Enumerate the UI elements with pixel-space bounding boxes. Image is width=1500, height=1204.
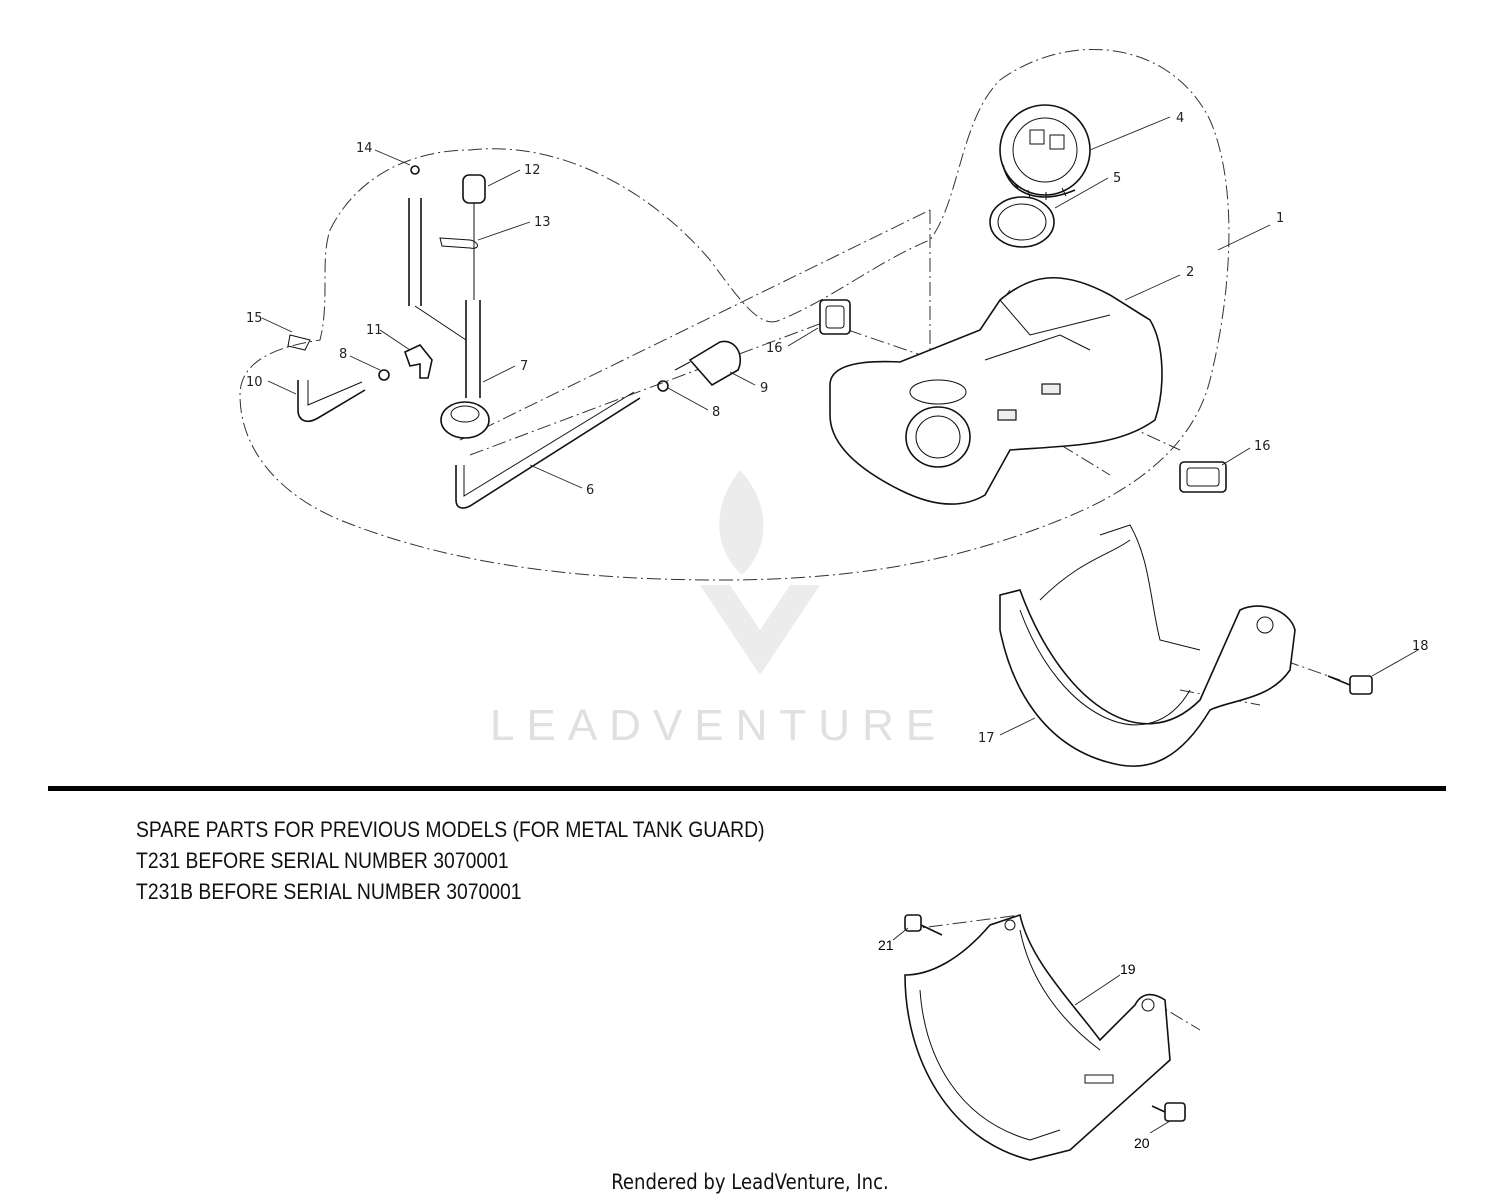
leadventure-logo-icon — [700, 470, 820, 675]
return-line-part — [440, 300, 490, 439]
fuel-filter-part — [674, 340, 742, 387]
callout-9: 9 — [760, 381, 768, 396]
clip-part — [439, 237, 478, 249]
callout-5: 5 — [1113, 171, 1121, 186]
leadventure-watermark: LEADVENTURE — [490, 470, 947, 750]
watermark-text: LEADVENTURE — [490, 701, 947, 750]
callout-12: 12 — [524, 163, 541, 178]
callout-14: 14 — [356, 141, 373, 156]
callout-21: 21 — [878, 937, 894, 953]
o-ring-part — [378, 369, 390, 381]
callout-2: 2 — [1186, 265, 1194, 280]
elbow-fitting-part — [404, 344, 433, 379]
callout-18: 18 — [1412, 639, 1429, 654]
grommet-part — [1179, 461, 1227, 493]
callout-15: 15 — [246, 311, 263, 326]
vent-cap-part — [462, 174, 486, 300]
callout-16a: 16 — [766, 341, 783, 356]
notes-line-1: SPARE PARTS FOR PREVIOUS MODELS (FOR MET… — [136, 817, 765, 842]
metal-tank-guard-part — [904, 913, 1171, 1161]
rendered-by-footer: Rendered by LeadVenture, Inc. — [611, 1170, 889, 1194]
callout-7: 7 — [520, 359, 528, 374]
tank-guard-part — [999, 524, 1296, 767]
callout-labels: 1 2 4 5 6 7 8 8 9 10 11 12 13 14 15 16 1… — [246, 111, 1429, 1151]
vent-tube-part — [408, 165, 467, 341]
callout-4: 4 — [1176, 111, 1184, 126]
callout-1: 1 — [1276, 211, 1284, 226]
screw-part — [1327, 675, 1373, 695]
section-divider — [48, 786, 1446, 791]
callout-20: 20 — [1134, 1135, 1150, 1151]
previous-models-notes: SPARE PARTS FOR PREVIOUS MODELS (FOR MET… — [136, 814, 765, 907]
assembly-lines — [459, 209, 1341, 1031]
notes-line-3: T231B BEFORE SERIAL NUMBER 3070001 — [136, 879, 522, 904]
callout-10: 10 — [246, 375, 263, 390]
o-ring-part — [657, 380, 669, 392]
fuel-line-part — [455, 397, 641, 509]
callout-17: 17 — [978, 731, 995, 746]
leader-lines — [261, 116, 1419, 1134]
callout-16b: 16 — [1254, 439, 1271, 454]
fuel-cap-part — [999, 104, 1091, 200]
hose-clamp-part — [287, 334, 311, 351]
cap-gasket-part — [989, 196, 1055, 248]
callout-11: 11 — [366, 323, 383, 338]
callout-8b: 8 — [339, 347, 347, 362]
notes-line-2: T231 BEFORE SERIAL NUMBER 3070001 — [136, 848, 509, 873]
fuel-tank-part — [829, 277, 1163, 505]
hose-part — [297, 380, 366, 422]
callout-19: 19 — [1120, 961, 1136, 977]
screw-part — [1151, 1102, 1186, 1122]
assembly-boundary — [239, 48, 1230, 581]
callout-6: 6 — [586, 483, 594, 498]
screw-part — [904, 914, 943, 936]
callout-13: 13 — [534, 215, 551, 230]
callout-8a: 8 — [712, 405, 720, 420]
grommet-part — [819, 299, 851, 335]
